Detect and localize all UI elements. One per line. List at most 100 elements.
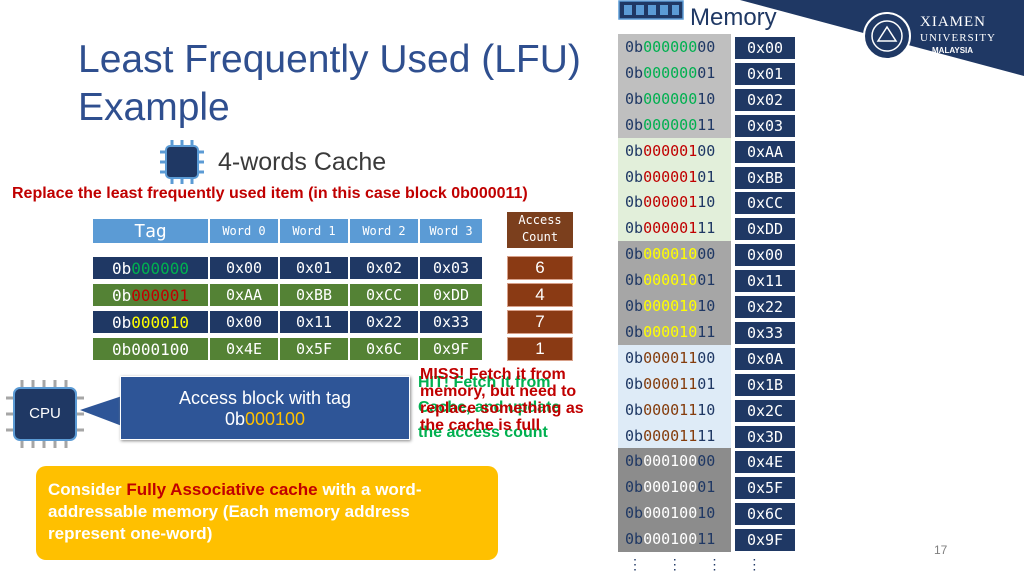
cpu-chip-icon: [6, 380, 84, 448]
cache-row-word3: 0x03: [419, 256, 483, 280]
memory-address-tag: 000100: [643, 478, 698, 496]
memory-value: 0x2C: [734, 399, 796, 423]
memory-address-tag: 000011: [643, 427, 698, 445]
cache-row-word1: 0x11: [279, 310, 349, 334]
memory-address-offset: 01: [697, 271, 716, 289]
memory-value: 0x11: [734, 269, 796, 293]
note-part2: with a word-addressable memory (Each mem…: [48, 480, 422, 543]
callout-pointer: [80, 396, 122, 426]
access-count-cell: 4: [507, 283, 573, 307]
memory-address-tag: 000000: [643, 90, 698, 108]
hit-message: HIT! Fetch it from Cache, and update the…: [418, 374, 560, 441]
hit-message-line1: HIT! Fetch it from: [418, 374, 551, 391]
miss-message: MISS! Fetch it from memory, but need to …: [420, 366, 584, 434]
memory-address-prefix: 0b: [625, 142, 644, 160]
cache-row-word0: 0x00: [209, 256, 279, 280]
header-word3: Word 3: [419, 218, 483, 244]
memory-address-offset: 00: [697, 452, 716, 470]
cache-row-word2: 0x02: [349, 256, 419, 280]
access-count-cell: 7: [507, 310, 573, 334]
miss-message-line3: replace something as: [420, 400, 584, 417]
access-count-header-line2: Count: [521, 230, 559, 244]
access-count-header-line1: Access: [518, 213, 562, 227]
slide-title-line2: Example: [78, 86, 230, 129]
memory-value: 0x3D: [734, 425, 796, 449]
memory-value: 0x33: [734, 321, 796, 345]
memory-address-tag: 000010: [643, 271, 698, 289]
memory-address-prefix: 0b: [625, 375, 644, 393]
access-count-cell: 6: [507, 256, 573, 280]
memory-address-prefix: 0b: [625, 349, 644, 367]
memory-address-offset: 01: [697, 168, 716, 186]
access-count-cell: 1: [507, 337, 573, 361]
cache-title: 4-words Cache: [218, 148, 387, 176]
memory-address-offset: 11: [697, 219, 716, 237]
memory-address-tag: 000001: [643, 193, 698, 211]
cache-row-tag-prefix: 0b: [111, 339, 132, 359]
memory-value: 0x1B: [734, 373, 796, 397]
memory-address-tag: 000001: [643, 142, 698, 160]
cache-row-word0: 0x4E: [209, 337, 279, 361]
memory-address-offset: 00: [697, 349, 716, 367]
memory-value: 0x9F: [734, 528, 796, 552]
memory-address-tag: 000010: [643, 245, 698, 263]
memory-address-prefix: 0b: [625, 90, 644, 108]
memory-address-tag: 000100: [643, 452, 698, 470]
miss-message-line4: the cache is full: [420, 417, 541, 434]
memory-address-prefix: 0b: [625, 504, 644, 522]
memory-address-offset: 01: [697, 64, 716, 82]
note-box: Consider Fully Associative cache with a …: [36, 466, 498, 560]
memory-address-tag: 000000: [643, 64, 698, 82]
memory-address-offset: 11: [697, 427, 716, 445]
memory-address-tag: 000001: [643, 168, 698, 186]
memory-address-prefix: 0b: [625, 64, 644, 82]
memory-address-offset: 01: [697, 375, 716, 393]
cache-row-word1: 0x5F: [279, 337, 349, 361]
cache-row-tag-prefix: 0b: [111, 285, 132, 305]
memory-address-prefix: 0b: [625, 38, 644, 56]
memory-value: 0x00: [734, 243, 796, 267]
memory-value: 0xDD: [734, 217, 796, 241]
memory-address-offset: 01: [697, 478, 716, 496]
header-word2: Word 2: [349, 218, 419, 244]
memory-value: 0x03: [734, 114, 796, 138]
note-part1: Consider: [48, 480, 127, 499]
university-seal-icon: [863, 12, 911, 60]
memory-address-offset: 10: [697, 90, 716, 108]
university-logo: XIAMEN UNIVERSITY MALAYSIA: [862, 8, 1012, 64]
cache-row-word0: 0x00: [209, 310, 279, 334]
cache-row-word0: 0xAA: [209, 283, 279, 307]
slide-title: Least Frequently Used (LFU) Example: [78, 36, 581, 132]
memory-address-offset: 00: [697, 38, 716, 56]
memory-address-tag: 000100: [643, 530, 698, 548]
memory-address-tag: 000010: [643, 323, 698, 341]
memory-address-prefix: 0b: [625, 193, 644, 211]
hit-message-line3: the access count: [418, 424, 548, 441]
memory-address-prefix: 0b: [625, 530, 644, 548]
replace-note: Replace the least frequently used item (…: [12, 185, 528, 202]
memory-address-prefix: 0b: [625, 297, 644, 315]
memory-address-offset: 11: [697, 530, 716, 548]
memory-address-tag: 000010: [643, 297, 698, 315]
cache-row-tag-bits: 000000: [131, 258, 190, 278]
memory-address-offset: 11: [697, 323, 716, 341]
memory-module-icon: [618, 0, 684, 20]
memory-address-offset: 10: [697, 193, 716, 211]
memory-value: 0x4E: [734, 450, 796, 474]
